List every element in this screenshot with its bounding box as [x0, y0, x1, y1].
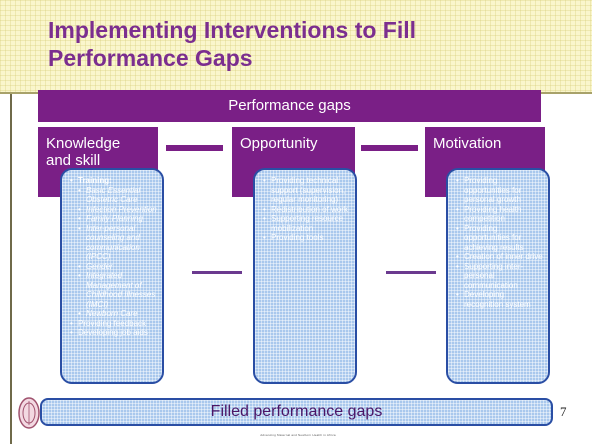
list-item: Providing opportunities for achieving re…	[456, 224, 544, 253]
page-number: 7	[560, 404, 567, 419]
list-item: Providing tools	[263, 233, 351, 243]
category-label: Knowledge and skill	[46, 135, 121, 169]
list-subitem: Newborn Care	[70, 309, 158, 319]
opportunity-interventions-card: Providing technical support (supervision…	[253, 168, 357, 384]
title-band	[0, 0, 592, 92]
filled-performance-gaps-box: Filled performance gaps	[40, 398, 553, 426]
card-connector-2	[386, 271, 436, 274]
organization-logo-icon	[18, 396, 40, 430]
list-item: Developing recognition system	[456, 290, 544, 309]
list-subitem: Infection Prevention	[70, 205, 158, 215]
list-subitem: Gender	[70, 262, 158, 272]
list-subitem: Integrated Management of Childhood Illne…	[70, 271, 158, 309]
list-item: Redistribution of work	[263, 205, 351, 215]
connector-1	[166, 145, 223, 151]
list-item: Creation of inner drive	[456, 252, 544, 262]
list-item: Providing opportunities for personal gro…	[456, 176, 544, 205]
category-label: Motivation	[433, 135, 502, 152]
connector-2	[361, 145, 418, 151]
list-item: Developing job aids	[70, 328, 158, 338]
left-divider	[10, 94, 12, 444]
performance-gaps-banner: Performance gaps	[38, 90, 541, 122]
list-item: Supporting resource mobilization	[263, 214, 351, 233]
category-label: Opportunity	[240, 135, 318, 152]
filled-gaps-label: Filled performance gaps	[210, 403, 383, 420]
knowledge-interventions-card: Training: Basic Essential Obstetric Care…	[60, 168, 164, 384]
card-connector-1	[192, 271, 242, 274]
footer-text: Advancing Maternal and Newborn Health in…	[260, 433, 336, 437]
list-item: Providing feedback	[70, 319, 158, 329]
list-subitem: Basic Essential Obstetric Care	[70, 186, 158, 205]
list-item: Providing technical support (supervision…	[263, 176, 351, 205]
list-item: Providing health competition	[456, 205, 544, 224]
list-item: Training:	[70, 176, 158, 186]
slide-title: Implementing Interventions to Fill Perfo…	[48, 17, 417, 71]
list-subitem: Family Planning	[70, 214, 158, 224]
list-item: Supporting inter-personal communication	[456, 262, 544, 291]
list-subitem: Inter-personal counseling and communicat…	[70, 224, 158, 262]
motivation-interventions-card: Providing opportunities for personal gro…	[446, 168, 550, 384]
